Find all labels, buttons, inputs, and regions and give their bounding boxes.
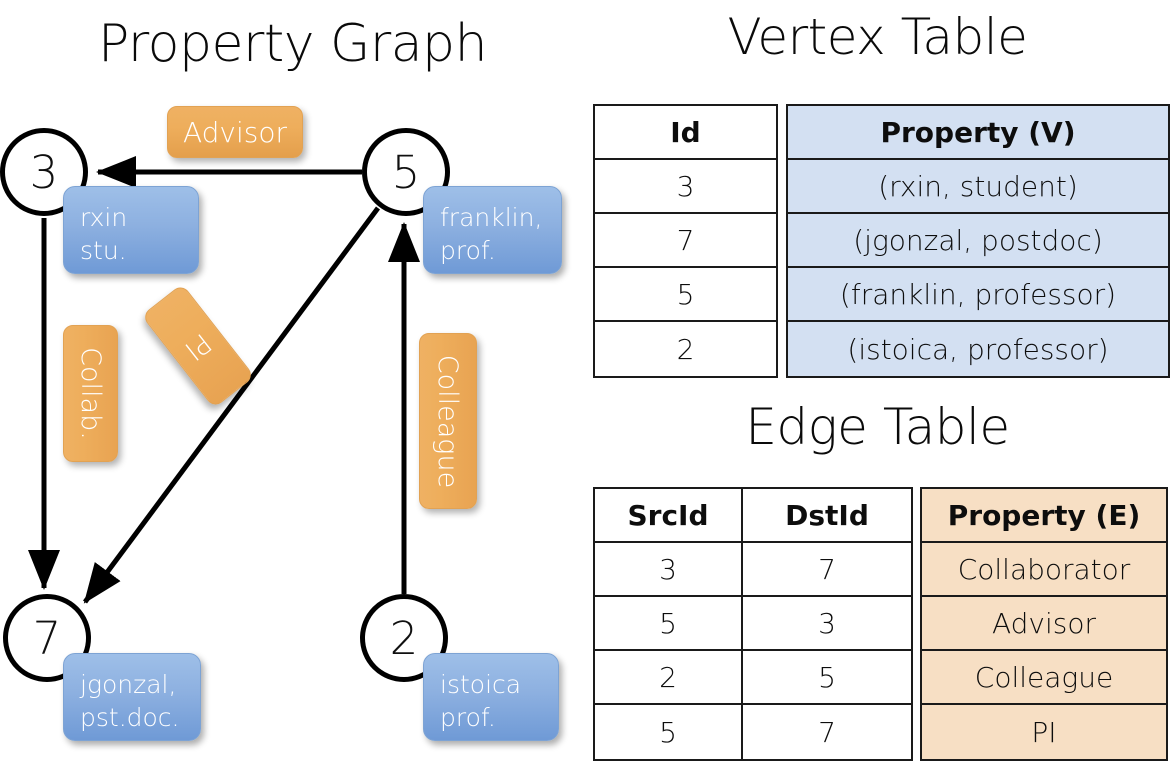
vertex-table-cell-property-2: (franklin, professor) (788, 268, 1168, 322)
edge-table-cell-src-2: 2 (595, 651, 741, 705)
edge-table-cell-src-3: 5 (659, 715, 677, 749)
edge-label-advisor[interactable]: Advisor (167, 106, 303, 158)
node-property-box-franklin[interactable]: franklin, prof. (423, 186, 562, 274)
property-graph-diagram: 3 5 7 2 rxin stu. franklin, prof. jgonza… (0, 0, 585, 760)
edge-table-header-property: Property (E) (922, 489, 1166, 543)
edge-table-header-srcid: SrcId (595, 489, 741, 543)
edge-table-cell-property-2: Colleague (922, 651, 1166, 705)
edge-table-cell-property-3: PI (1031, 715, 1057, 749)
edge-label-advisor-text: Advisor (182, 115, 287, 149)
edge-table-cell-property-1: Advisor (922, 597, 1166, 651)
edge-table-cell-dst-3: 7 (818, 715, 836, 749)
node-property-box-rxin[interactable]: rxin stu. (63, 186, 199, 274)
vertex-table-cell-property-1: (jgonzal, postdoc) (788, 214, 1168, 268)
edge-table-column-dstid: DstId 7 3 5 7 (741, 487, 913, 761)
edge-label-collab-text: Collab. (75, 347, 106, 440)
vertex-table-cell-property-0: (rxin, student) (788, 160, 1168, 214)
node-property-jgonzal-line2: pst.doc. (80, 703, 180, 732)
graph-node-2[interactable]: 2 (360, 594, 448, 682)
edge-label-collab[interactable]: Collab. (63, 325, 118, 462)
vertex-table-cell-id-1: 7 (595, 214, 776, 268)
page-title-vertex-table: Vertex Table (727, 8, 1028, 66)
vertex-table-cell-id-0: 3 (595, 160, 776, 214)
page-title-edge-table: Edge Table (745, 398, 1010, 456)
graph-node-5[interactable]: 5 (362, 128, 450, 216)
node-property-box-istoica[interactable]: istoica prof. (423, 653, 559, 741)
edge-table-cell-dst-2: 5 (743, 651, 911, 705)
vertex-table-header-property: Property (V) (788, 106, 1168, 160)
edge-table-column-property: Property (E) Collaborator Advisor Collea… (920, 487, 1168, 761)
vertex-table-cell-id-3: 2 (676, 332, 695, 366)
edge-table-cell-dst-0: 7 (743, 543, 911, 597)
vertex-table: Id 3 7 5 2 Property (V) (rxin, student) … (593, 104, 1170, 378)
edge-table: SrcId 3 5 2 5 DstId 7 3 5 7 Property (E)… (593, 487, 1168, 761)
node-property-box-jgonzal[interactable]: jgonzal, pst.doc. (63, 653, 201, 741)
node-property-jgonzal-line1: jgonzal, (80, 670, 177, 699)
page-title-property-graph: Property Graph (97, 14, 488, 74)
edge-label-colleague[interactable]: Colleague (419, 333, 477, 509)
graph-node-3-id: 3 (29, 145, 59, 199)
node-property-istoica-line2: prof. (440, 703, 496, 732)
edge-table-cell-dst-1: 3 (743, 597, 911, 651)
node-property-franklin-line1: franklin, (440, 203, 543, 232)
vertex-table-cell-id-2: 5 (595, 268, 776, 322)
vertex-table-header-id: Id (595, 106, 776, 160)
edge-line-pi (82, 206, 381, 604)
edge-table-cell-src-1: 5 (595, 597, 741, 651)
edge-label-pi-text: PI (178, 326, 218, 366)
graph-node-5-id: 5 (391, 145, 421, 199)
vertex-table-column-id: Id 3 7 5 2 (593, 104, 778, 378)
node-property-franklin-line2: prof. (440, 236, 496, 265)
edge-table-column-srcid: SrcId 3 5 2 5 (593, 487, 743, 761)
vertex-table-cell-property-3: (istoica, professor) (847, 332, 1109, 366)
graph-edge-lines (28, 156, 420, 604)
edge-label-colleague-text: Colleague (432, 354, 464, 488)
edge-table-header-dstid: DstId (743, 489, 911, 543)
vertex-table-column-property: Property (V) (rxin, student) (jgonzal, p… (786, 104, 1170, 378)
edge-table-cell-src-0: 3 (595, 543, 741, 597)
node-property-rxin-line1: rxin (80, 203, 128, 232)
graph-node-7-id: 7 (32, 611, 62, 665)
node-property-rxin-line2: stu. (80, 236, 127, 265)
edge-table-cell-property-0: Collaborator (922, 543, 1166, 597)
graph-node-2-id: 2 (389, 611, 419, 665)
node-property-istoica-line1: istoica (440, 670, 522, 699)
